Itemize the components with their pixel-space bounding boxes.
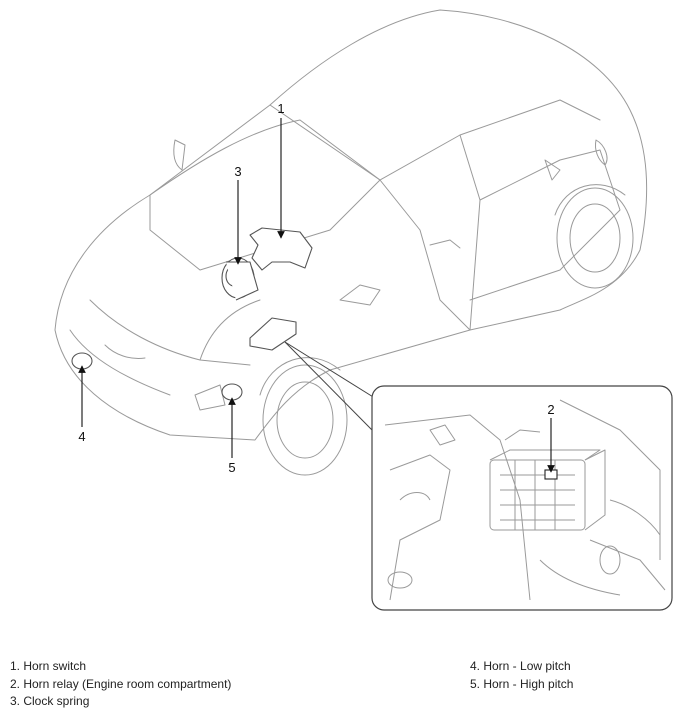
car-outline bbox=[54, 9, 648, 441]
callout-4: 4 bbox=[78, 429, 85, 444]
legend-item-horn-switch: 1. Horn switch bbox=[10, 659, 87, 673]
legend-item-horn-high-pitch: 5. Horn - High pitch bbox=[470, 676, 574, 691]
rear-wheel bbox=[554, 184, 634, 289]
clock-spring-shape bbox=[221, 257, 259, 301]
front-wheel bbox=[259, 357, 348, 476]
engine-room-inset bbox=[284, 341, 673, 611]
callout-3: 3 bbox=[234, 164, 241, 179]
callout-2: 2 bbox=[547, 402, 554, 417]
callout-1: 1 bbox=[277, 101, 284, 116]
legend-item-horn-relay: 2. Horn relay (Engine room compartment) bbox=[10, 676, 232, 691]
legend-left: 1. Horn switch 2. Horn relay (Engine roo… bbox=[10, 658, 231, 711]
legend-item-clock-spring: 3. Clock spring bbox=[10, 694, 90, 708]
horn-component-location-diagram: 1 2 3 4 5 bbox=[54, 9, 673, 611]
horn-high-pitch-shape bbox=[221, 383, 243, 401]
legend-item-horn-low-pitch: 4. Horn - Low pitch bbox=[470, 659, 571, 673]
legend-right: 4. Horn - Low pitch 5. Horn - High pitch bbox=[470, 658, 573, 693]
callout-5: 5 bbox=[228, 460, 235, 475]
horn-relay-shape bbox=[249, 317, 297, 351]
horn-switch-shape bbox=[249, 227, 313, 271]
